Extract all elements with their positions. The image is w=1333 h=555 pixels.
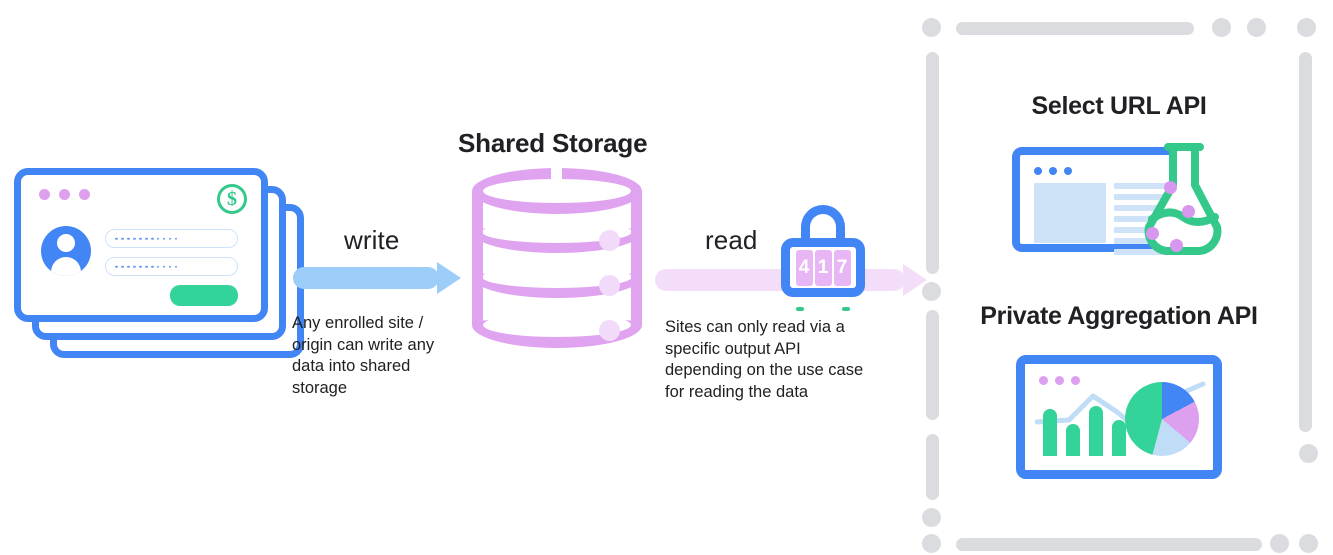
flask-bubble-3 [1145,227,1159,240]
panel-border-dash-bottom [956,538,1262,551]
flask-bubble-2 [1181,205,1195,218]
panel-border-dash-top [956,22,1194,35]
read-arrow-shaft [655,269,905,291]
padlock-digit-3: 7 [833,250,851,286]
dollar-icon: $ [217,184,247,214]
padlock-digit-1: 4 [795,250,813,286]
write-caption: Any enrolled site / origin can write any… [292,314,435,397]
panel-border-dot-b1 [922,534,941,553]
window-control-dots [39,189,90,200]
padlock-dash-left [796,307,804,311]
write-arrow-icon [293,262,461,294]
bar-3 [1089,406,1103,456]
panel-border-dash-left-3 [926,434,939,500]
bar-4 [1112,420,1126,456]
cylinder-top-gap [551,165,562,179]
dashboard-chart-icon [1016,355,1222,479]
dashboard-window-dots [1039,376,1080,385]
api-card-title-select-url: Select URL API [1031,92,1207,120]
api-card-select-url[interactable]: Select URL API [922,92,1316,255]
password-field-1[interactable] [105,229,238,248]
select-url-window-dots [1033,167,1072,175]
cylinder-dot-2 [599,275,620,296]
dashboard-window [1016,355,1222,479]
window-dot-3 [79,189,90,200]
padlock-dash-right [842,307,850,311]
database-cylinder-icon [472,165,642,348]
user-avatar-icon [41,226,91,276]
submit-button[interactable] [170,285,238,306]
bar-1 [1043,409,1057,456]
pie-chart-icon [1125,382,1199,456]
bar-2 [1066,424,1080,456]
page-title: Shared Storage [458,128,648,158]
enrolled-site-windows: $ [14,168,304,358]
window-dot-2 [59,189,70,200]
padlock-shackle [801,205,845,249]
window-dot-1 [39,189,50,200]
padlock-body [781,238,865,311]
flask-bubble-4 [1169,239,1183,252]
read-label: read [705,225,758,255]
combination-padlock-icon: 4 1 7 [781,205,865,311]
panel-border-dot-tl [922,18,941,37]
write-arrow-shaft [293,267,439,289]
panel-border-dash-left-1 [926,52,939,274]
panel-border-dot-b2 [1270,534,1289,553]
password-field-2[interactable] [105,257,238,276]
bar-chart-icon [1043,406,1126,456]
panel-border-dot-l1 [922,282,941,301]
api-card-private-aggregation[interactable]: Private Aggregation API [922,302,1316,479]
panel-border-dot-tr [1297,18,1316,37]
select-url-content-block [1033,183,1106,243]
output-apis-panel: Select URL API [922,10,1318,553]
padlock-digit-2: 1 [814,250,832,286]
panel-border-dot-r1 [1299,444,1318,463]
cylinder-dot-3 [599,320,620,341]
panel-border-dash-right [1299,52,1312,432]
panel-border-dot-t1 [1212,18,1231,37]
cylinder-dot-1 [599,230,620,251]
write-label: write [344,225,400,255]
padlock-dials: 4 1 7 [794,248,852,288]
browser-flask-icon [1011,143,1227,255]
flask-bubble-1 [1163,181,1177,194]
password-dots-1 [115,237,178,240]
panel-border-dash-left-2 [926,310,939,420]
panel-border-dot-t2 [1247,18,1266,37]
panel-border-dot-br [1299,534,1318,553]
api-card-title-private-aggregation: Private Aggregation API [980,302,1258,330]
browser-window-front: $ [14,168,268,322]
write-arrow-head [437,262,461,294]
panel-border-dot-bl [922,508,941,527]
read-caption: Sites can only read via a specific outpu… [665,318,864,401]
password-dots-2 [115,265,178,268]
